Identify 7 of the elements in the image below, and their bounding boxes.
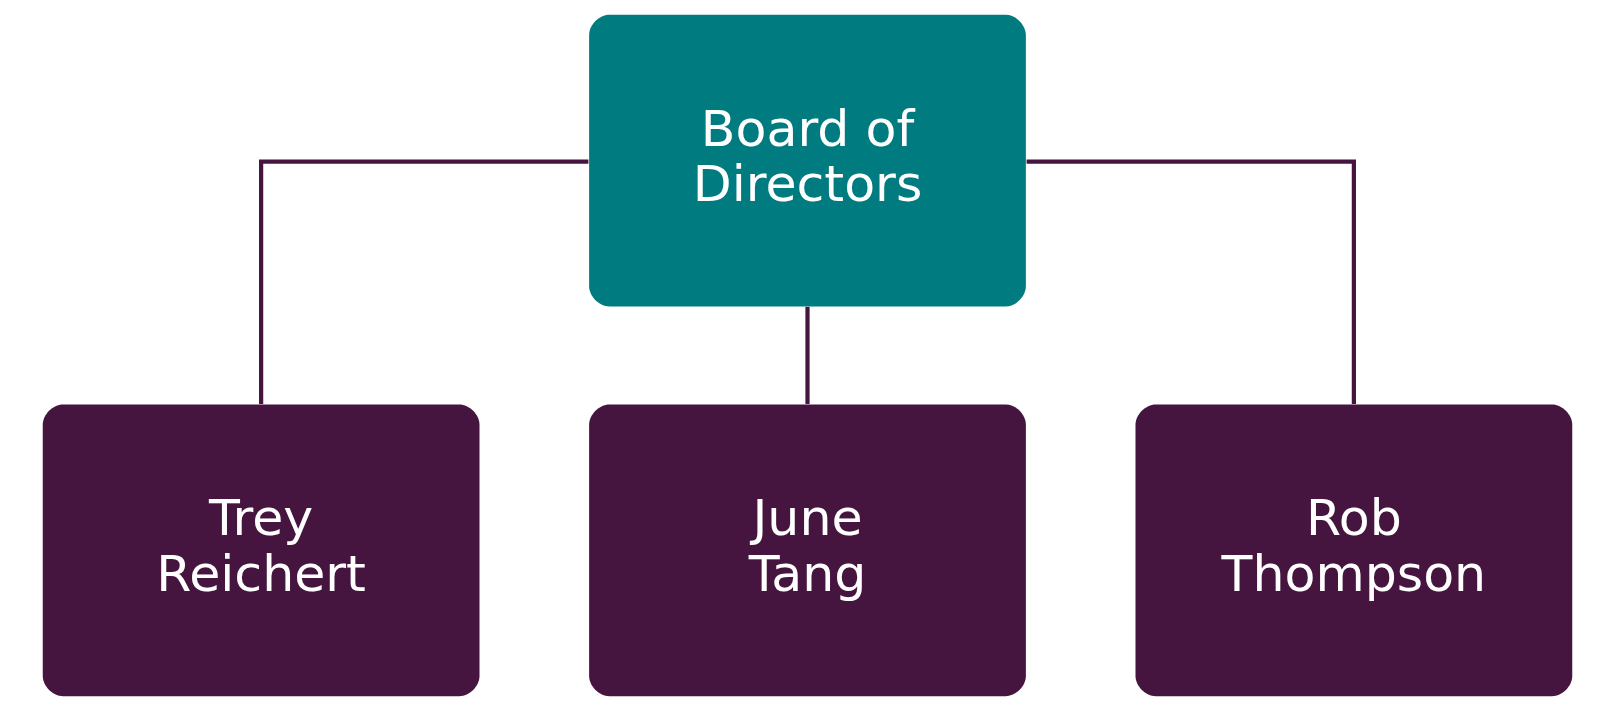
node-box: Board of Directors bbox=[589, 14, 1026, 307]
node-box: Trey Reichert bbox=[42, 404, 480, 697]
node-box: Rob Thompson bbox=[1135, 404, 1573, 697]
connector bbox=[1026, 159, 1356, 404]
connector bbox=[259, 159, 589, 404]
connector bbox=[805, 306, 810, 404]
node-box: June Tang bbox=[589, 404, 1026, 697]
